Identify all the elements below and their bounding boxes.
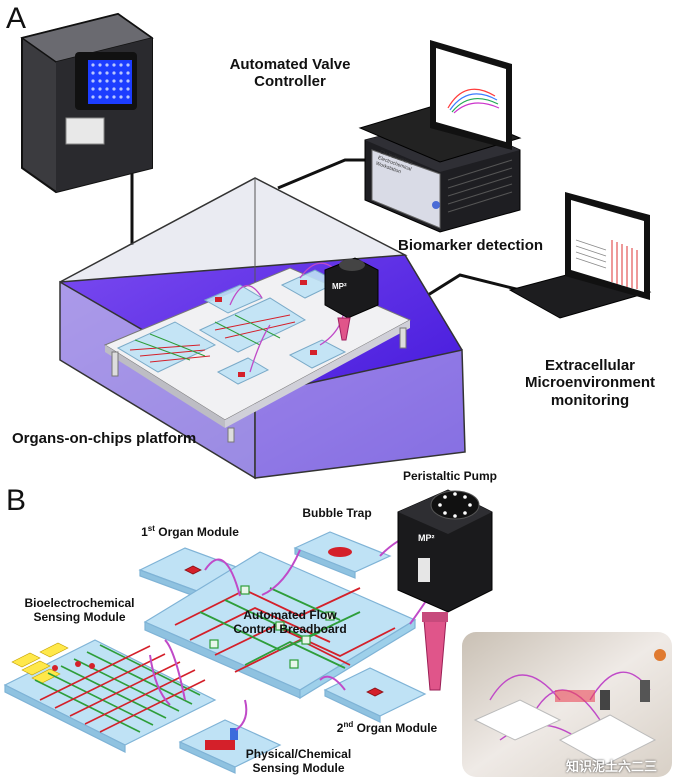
label-organ-module-1: 1st Organ Module bbox=[141, 524, 239, 539]
label-organ-module-2: 2nd Organ Module bbox=[336, 720, 438, 735]
organs-on-chips-enclosure bbox=[59, 177, 466, 480]
label-physical-chemical: Physical/Chemical Sensing Module bbox=[245, 747, 352, 775]
peristaltic-pump bbox=[397, 489, 493, 613]
label-peristaltic-pump: Peristaltic Pump bbox=[402, 469, 498, 483]
label-bubble-trap: Bubble Trap bbox=[302, 506, 372, 520]
watermark: 知识泥土六二三 bbox=[566, 760, 658, 775]
platform-photo bbox=[462, 632, 672, 777]
monitoring-laptop bbox=[508, 192, 652, 319]
label-valve-controller: Automated Valve Controller bbox=[229, 56, 351, 91]
label-biomarker-detection: Biomarker detection bbox=[398, 237, 544, 254]
mini-pump-badge: MP² bbox=[332, 282, 347, 291]
panel-label-b: B bbox=[6, 484, 27, 517]
label-microenvironment: Extracellular Microenvironment monitorin… bbox=[524, 357, 656, 409]
panel-label-a: A bbox=[6, 2, 27, 35]
label-platform: Organs-on-chips platform bbox=[12, 430, 197, 447]
breadboard-diagram bbox=[3, 489, 672, 777]
label-bioelectrochemical: Bioelectrochemical Sensing Module bbox=[24, 596, 135, 624]
pump-badge: MP² bbox=[418, 533, 435, 543]
label-breadboard: Automated Flow Control Breadboard bbox=[233, 608, 347, 636]
valve-controller-box bbox=[20, 12, 154, 194]
electrochemical-workstation bbox=[358, 40, 522, 233]
